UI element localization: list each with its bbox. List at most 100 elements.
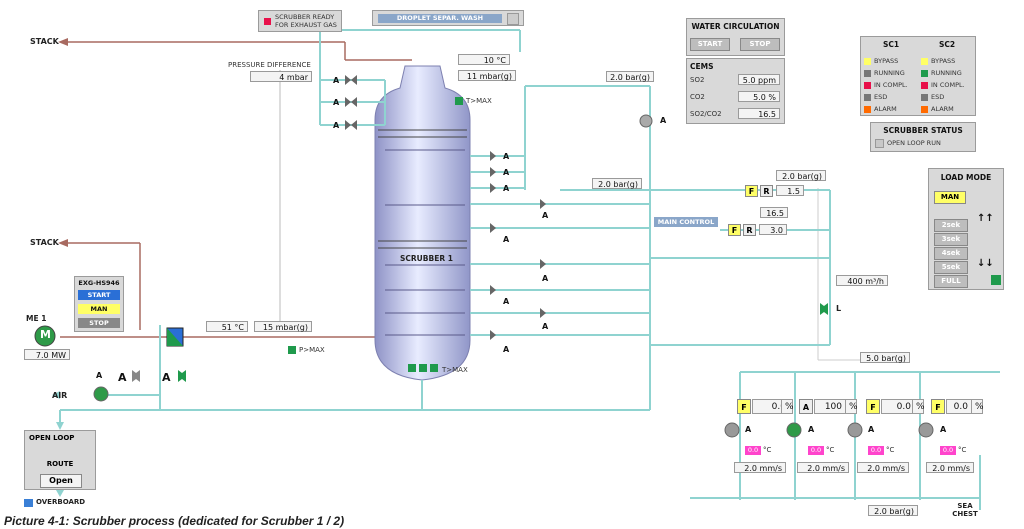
exhaust-stop-button[interactable]: STOP [78, 318, 120, 328]
arrow-up-icon[interactable]: ↑↑ [977, 213, 994, 224]
valve-a-label[interactable]: A [333, 98, 340, 107]
valve-a-label[interactable]: A [333, 76, 340, 85]
pump-mode-indicator: F [931, 399, 945, 414]
scrubber-status-panel: SCRUBBER STATUS [870, 122, 976, 152]
valve-a-label[interactable]: A [118, 371, 127, 384]
open-loop-run-lamp [875, 138, 884, 148]
water-start-button[interactable]: START [690, 38, 730, 51]
load-level-button[interactable]: 4sek [934, 247, 968, 260]
cems-value: 5.0 % [738, 91, 780, 102]
status-lamp [921, 93, 928, 101]
pump-temp-value: 0.0 [868, 446, 884, 455]
scrubber-ready-indicator: SCRUBBER READY FOR EXHAUST GAS [258, 10, 342, 32]
water-circulation-title: WATER CIRCULATION [691, 22, 780, 31]
air-label: AIR [52, 391, 68, 400]
status-lamp [864, 57, 871, 65]
scrubber-ready-label: SCRUBBER READY FOR EXHAUST GAS [275, 13, 337, 29]
sc2-status-item: RUNNING [921, 68, 962, 78]
pump-mode-indicator: F [737, 399, 751, 414]
status-lamp [864, 81, 871, 89]
valve-a-label[interactable]: A [503, 184, 510, 193]
value-16-value: 16.5 [760, 207, 788, 218]
cems-label: SO2 [690, 76, 705, 84]
sc2-title: SC2 [939, 40, 956, 49]
me1-label: ME 1 [26, 314, 47, 323]
exhaust-title: EXG-HS946 [78, 279, 120, 287]
load-mode-title: LOAD MODE [940, 173, 992, 182]
status-lamp [864, 105, 871, 113]
valve-a-label[interactable]: A [940, 425, 947, 434]
load-level-button[interactable]: 5sek [934, 261, 968, 274]
pump-value: 0.0 [946, 399, 972, 414]
bottom-lamp [419, 364, 427, 372]
load-mode-man-button[interactable]: MAN [934, 191, 966, 204]
water-stop-button[interactable]: STOP [740, 38, 780, 51]
sc2-status-item: ALARM [921, 104, 954, 114]
r-mode-indicator: R [760, 185, 773, 197]
open-loop-title: OPEN LOOP [29, 434, 75, 442]
valve-a-label[interactable]: A [503, 235, 510, 244]
load-mode-lamp [991, 275, 1001, 285]
route-label: ROUTE [46, 460, 74, 468]
droplet-wash-checkbox[interactable] [507, 13, 519, 25]
load-level-button[interactable]: 2sek [934, 219, 968, 232]
sc1-title: SC1 [883, 40, 900, 49]
route-select[interactable]: Open [40, 474, 82, 488]
valve-a-label[interactable]: A [808, 425, 815, 434]
valve-a-label[interactable]: A [868, 425, 875, 434]
sc1-status-item: ESD [864, 92, 887, 102]
main-control-button[interactable]: MAIN CONTROL [654, 217, 718, 227]
valve-a-label[interactable]: A [745, 425, 752, 434]
cems-value: 5.0 ppm [738, 74, 780, 85]
valve-a-label[interactable]: A [660, 116, 667, 125]
status-lamp [921, 81, 928, 89]
stack-mid-label: STACK [30, 238, 59, 247]
pump-unit: % [845, 399, 858, 414]
cems-value: 16.5 [738, 108, 780, 119]
status-lamp [921, 69, 928, 77]
t-max-label: T>MAX [466, 97, 492, 105]
cems-title: CEMS [690, 62, 714, 71]
bottom-lamp [408, 364, 416, 372]
valve-a-label[interactable]: A [503, 345, 510, 354]
arrow-down-icon[interactable]: ↓↓ [977, 258, 994, 269]
pump-temp-unit: °C [763, 446, 772, 454]
exhaust-man-button[interactable]: MAN [78, 304, 120, 314]
valve-a-label[interactable]: A [542, 322, 549, 331]
sc2-status-item: BYPASS [921, 56, 955, 66]
motor-icon[interactable]: M [40, 328, 51, 341]
pump-temp-unit: °C [958, 446, 967, 454]
valve-a-label[interactable]: A [503, 297, 510, 306]
valve-a-label[interactable]: A [96, 371, 103, 380]
valve-a-label[interactable]: A [542, 211, 549, 220]
exhaust-start-button[interactable]: START [78, 290, 120, 300]
pressure-difference-label: PRESSURE DIFFERENCE [228, 61, 311, 69]
pump-temp-value: 0.0 [745, 446, 761, 455]
pump-temp-unit: °C [886, 446, 895, 454]
scrubber-ready-lamp [264, 18, 271, 25]
pressure-top-value: 11 mbar(g) [458, 70, 516, 81]
overboard-icon [24, 499, 33, 507]
pump-value: 100 [814, 399, 846, 414]
ratio-bottom-value: 3.0 [759, 224, 787, 235]
flow-value: 400 m³/h [836, 275, 888, 286]
f-mode-indicator: F [728, 224, 741, 236]
cems-label: SO2/CO2 [690, 110, 722, 118]
valve-a-label[interactable]: A [162, 371, 171, 384]
ratio-top-value: 1.5 [776, 185, 804, 196]
p-max-label: P>MAX [299, 346, 325, 354]
droplet-wash-panel[interactable]: DROPLET SEPAR. WASH [372, 10, 524, 26]
valve-a-label[interactable]: A [333, 121, 340, 130]
valve-a-label[interactable]: A [503, 168, 510, 177]
status-lamp [864, 69, 871, 77]
sc1-status-item: BYPASS [864, 56, 898, 66]
pump-flow-value: 2.0 mm/s [734, 462, 786, 473]
valve-a-label[interactable]: A [503, 152, 510, 161]
exhaust-temp-value: 51 °C [206, 321, 248, 332]
valve-a-label[interactable]: A [542, 274, 549, 283]
load-level-button[interactable]: 3sek [934, 233, 968, 246]
pump-value: 0.0 [752, 399, 790, 414]
pump-mode-indicator: A [799, 399, 813, 414]
load-level-button[interactable]: FULL [934, 275, 968, 288]
